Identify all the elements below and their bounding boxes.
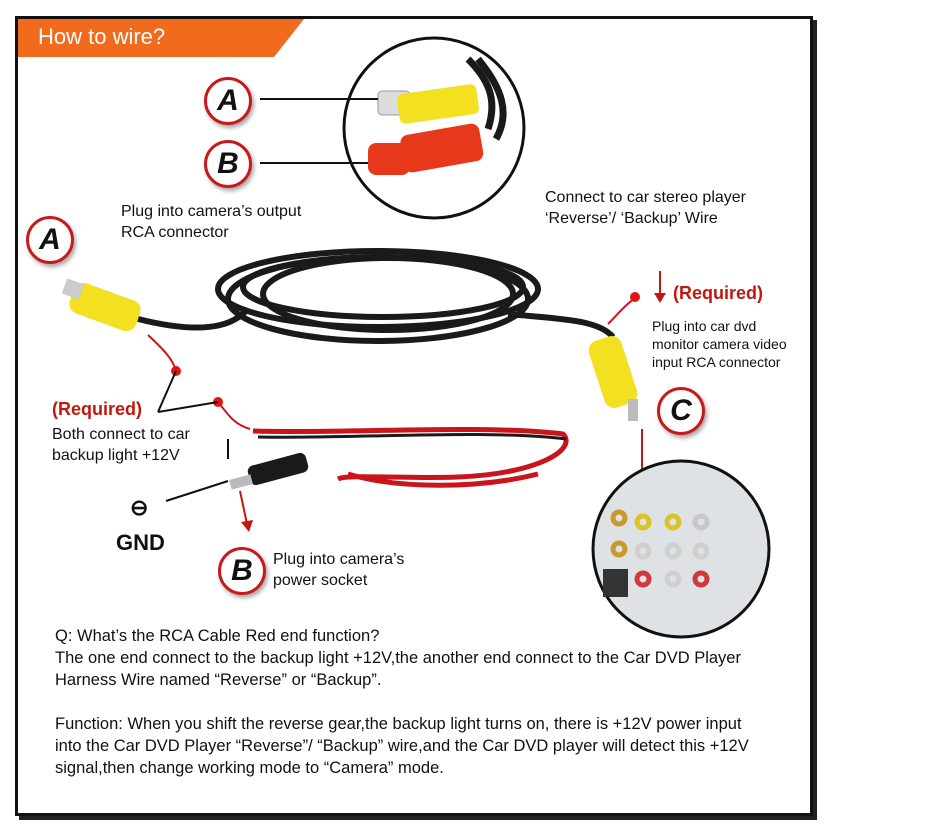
faq-function: Function: When you shift the reverse gea… <box>55 713 755 779</box>
gnd-icon: ⊖ <box>130 495 149 520</box>
right-yellow-rca <box>588 336 638 421</box>
title-banner <box>18 19 304 57</box>
label-required-left: (Required) <box>52 399 142 419</box>
function-label: Function <box>55 715 119 733</box>
wiring-illustration <box>61 36 771 639</box>
label-connect-stereo: Connect to car stereo player ‘Reverse’/ … <box>545 189 746 227</box>
left-yellow-rca <box>61 278 141 332</box>
badge-b-top: B <box>204 140 252 188</box>
label-plug-camera-output: Plug into camera’s output RCA connector <box>121 203 302 241</box>
cable-coil <box>137 248 616 344</box>
badge-a-top: A <box>204 77 252 125</box>
faq-answer: The one end connect to the backup light … <box>55 649 741 689</box>
badge-a-left: A <box>26 216 74 264</box>
badge-c: C <box>657 387 705 435</box>
label-plug-dvd: Plug into car dvd monitor camera video i… <box>652 318 787 370</box>
banner-title: How to wire? <box>38 24 166 49</box>
label-plug-power: Plug into camera’s power socket <box>273 551 405 589</box>
dvd-rca-panel-inset <box>591 459 771 639</box>
power-cable <box>252 426 569 488</box>
rca-connector-inset <box>342 36 526 220</box>
label-required-right: (Required) <box>673 283 763 303</box>
faq-question: Q: What’s the RCA Cable Red end function… <box>55 627 380 645</box>
diagram-frame: How to wire? A B A C B Plug into camera’… <box>15 16 813 816</box>
function-text: : When you shift the reverse gear,the ba… <box>55 715 749 777</box>
label-gnd: GND <box>116 530 165 555</box>
badge-b-bottom: B <box>218 547 266 595</box>
faq-section: Q: What’s the RCA Cable Red end function… <box>55 625 755 779</box>
label-both-connect: Both connect to car backup light +12V <box>52 426 190 464</box>
power-plug <box>229 452 309 490</box>
